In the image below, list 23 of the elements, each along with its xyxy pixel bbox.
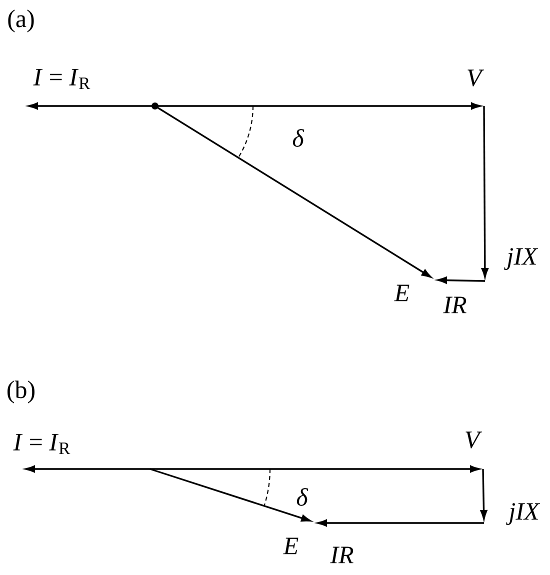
vector-label: IR: [443, 296, 466, 314]
angle-label: δ: [296, 488, 308, 506]
vector-label: jIX: [506, 503, 540, 525]
phasor-arrow: [481, 106, 488, 278]
phasor-arrow: [150, 468, 311, 522]
vector-label: I = I$_{R}$: [33, 68, 90, 90]
vector-label: jIX: [504, 248, 538, 270]
vector-label: IR: [330, 546, 354, 564]
phasor-arrow: [25, 466, 150, 472]
vector-label: E: [394, 284, 410, 302]
angle-label: δ: [292, 129, 304, 147]
vector-label: I = I$_{R}$: [13, 434, 70, 454]
panel-label: (b): [8, 380, 34, 404]
phasor-arrow: [317, 520, 484, 526]
phasor-arrow: [480, 468, 488, 520]
vector-label: V: [466, 432, 482, 448]
phasor-arrow: [154, 105, 432, 278]
phasor-arrow: [437, 276, 486, 284]
phasor-arrow: [150, 466, 480, 472]
panel-label: (a): [8, 10, 34, 32]
vector-label: V: [468, 70, 484, 86]
origin-dot: [152, 102, 158, 110]
vector-label: E: [283, 538, 298, 554]
